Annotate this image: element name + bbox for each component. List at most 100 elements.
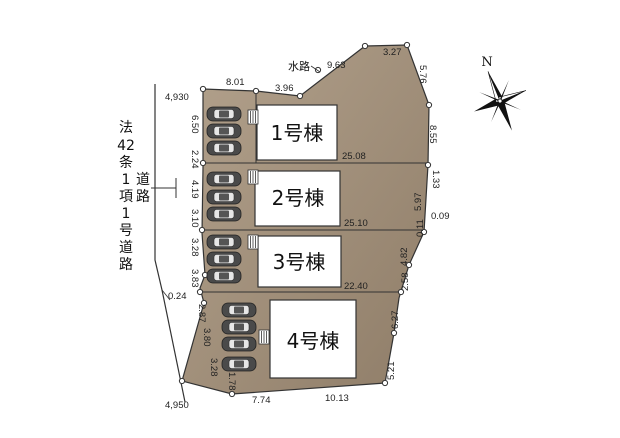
- dimension-label: 4.19: [189, 180, 200, 199]
- dimension-label: 3.83: [189, 269, 200, 288]
- car: [206, 140, 242, 156]
- road-short-char: 路: [136, 189, 150, 205]
- road-label-char: 号: [119, 223, 133, 239]
- dimension-label: 22.40: [344, 281, 368, 292]
- building-3: 3号棟: [257, 235, 342, 288]
- car: [221, 336, 257, 352]
- road-edge-line-lower: [161, 289, 171, 301]
- building-4: 4号棟: [269, 299, 357, 379]
- building-footprint: [257, 235, 342, 288]
- compass-n-label: N: [481, 55, 492, 70]
- dimension-label: 6.50: [189, 115, 200, 134]
- boundary-point: [252, 87, 260, 95]
- building-footprint: [269, 299, 357, 379]
- utility-meter: [247, 109, 259, 125]
- building-footprint: [256, 104, 338, 161]
- dimension-label: 0.24: [168, 291, 187, 302]
- dimension-label: 1.78: [226, 372, 237, 391]
- building-1: 1号棟: [256, 104, 338, 161]
- dimension-label: 4,950: [165, 400, 189, 411]
- road-short-char: 道: [136, 172, 150, 188]
- boundary-point: [199, 85, 207, 93]
- utility-meter: [247, 234, 259, 250]
- car: [206, 234, 242, 250]
- car: [206, 206, 242, 222]
- dimension-label: 25.10: [344, 218, 368, 229]
- boundary-point: [200, 299, 208, 307]
- waterway: 水路: [288, 60, 321, 73]
- car: [221, 356, 257, 372]
- boundary-point: [178, 377, 186, 385]
- dimension-label: 25.08: [342, 151, 366, 162]
- dimension-label: 3.28: [208, 358, 219, 377]
- lot-dividers: [200, 91, 428, 293]
- road-label-char: 42: [117, 138, 135, 154]
- dimension-label: 4.82: [399, 248, 410, 267]
- dimension-label: 8.01: [226, 77, 245, 88]
- boundary-markers: [178, 41, 433, 398]
- road-label-char: 1: [122, 172, 131, 188]
- road-label-char: 条: [119, 154, 133, 171]
- car: [206, 171, 242, 187]
- boundary-point: [425, 101, 433, 109]
- dimension-labels: 4,930 8.01 3.96 9.63 3.27 5.76 8.55 1.33…: [165, 47, 450, 411]
- waterway-label: 水路: [288, 60, 310, 73]
- car: [221, 302, 257, 318]
- road-label-char: 道: [119, 240, 133, 256]
- dimension-label: 2.24: [189, 150, 200, 169]
- dimension-label: 5.21: [386, 362, 397, 381]
- building-2: 2号棟: [254, 170, 341, 227]
- road-label-char: 1: [122, 206, 131, 222]
- car: [206, 106, 242, 122]
- road-label-char: 路: [119, 257, 133, 273]
- compass: N: [474, 55, 527, 131]
- boundary-point: [390, 329, 398, 337]
- building-label: 1号棟: [271, 121, 324, 145]
- building-footprint: [254, 170, 341, 227]
- dimension-label: 2.87: [196, 304, 207, 323]
- car: [206, 268, 242, 284]
- boundary-point: [403, 41, 411, 49]
- dimension-label: 0.11: [415, 219, 426, 237]
- car: [206, 123, 242, 139]
- utility-meter: [258, 329, 270, 345]
- dimension-label: 9.63: [327, 60, 346, 71]
- boundary-point: [420, 228, 428, 236]
- dimension-label: 5.97: [413, 193, 424, 212]
- building-label: 4号棟: [287, 329, 340, 353]
- road-label-char: 項: [119, 189, 133, 205]
- compass-rose-icon: [474, 71, 527, 131]
- road: 法 42 条 1 項 1 号 道 路 道 路: [117, 84, 186, 403]
- waterway-pointer-line: [310, 65, 321, 73]
- dimension-label: 3.80: [201, 328, 212, 347]
- dimension-label: 3.96: [275, 83, 294, 94]
- boundary-point: [397, 288, 405, 296]
- dimension-label: 3.28: [189, 238, 200, 257]
- boundary-point: [381, 379, 389, 387]
- dimension-label: 1.33: [430, 170, 441, 189]
- dimension-label: 5.76: [417, 65, 428, 84]
- boundary-point: [405, 261, 413, 269]
- dimension-label: 6.27: [390, 311, 401, 330]
- boundary-point: [228, 390, 236, 398]
- dimension-label: 10.13: [325, 393, 349, 404]
- boundary-point: [198, 226, 206, 234]
- building-label: 2号棟: [272, 186, 325, 210]
- building-label: 3号棟: [273, 250, 326, 274]
- boundary-point: [196, 288, 204, 296]
- boundary-point: [424, 161, 432, 169]
- road-edge-line: [154, 84, 186, 403]
- car: [221, 319, 257, 335]
- dimension-label: 8.55: [427, 125, 438, 144]
- dimension-label: 3.10: [189, 209, 200, 228]
- dimension-label: 3.27: [383, 47, 402, 58]
- boundary-point: [361, 42, 369, 50]
- utility-meter: [247, 169, 259, 185]
- road-label-char: 法: [119, 120, 133, 136]
- dimension-label: 4,930: [165, 92, 189, 103]
- boundary-point: [296, 92, 304, 100]
- car: [206, 189, 242, 205]
- dimension-label: 0.09: [431, 211, 450, 222]
- dimension-label: 7.74: [252, 395, 271, 406]
